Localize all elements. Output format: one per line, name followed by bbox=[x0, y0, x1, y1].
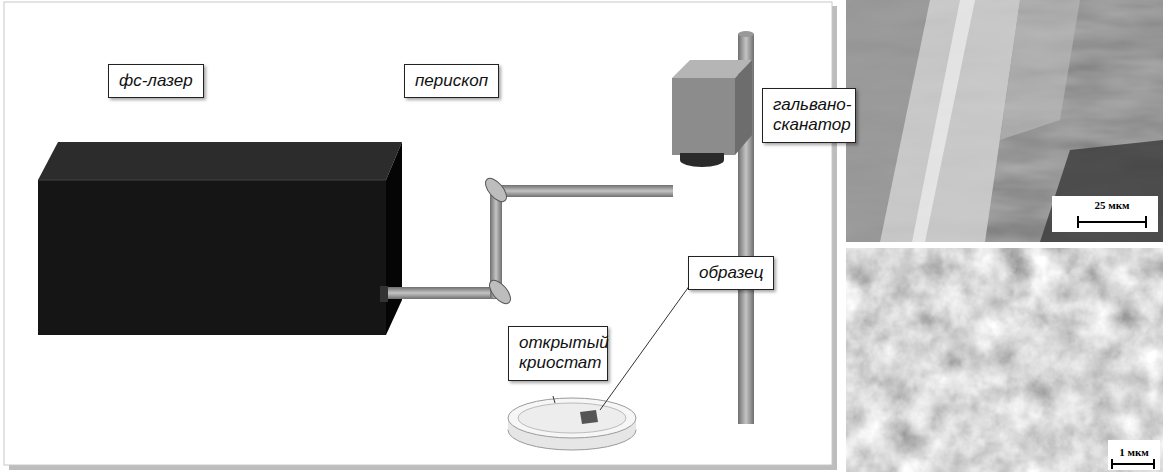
label-text: фс-лазер bbox=[119, 71, 193, 91]
label-box: фс-лазер bbox=[108, 64, 204, 98]
laser-beam bbox=[498, 185, 673, 197]
leader-line bbox=[600, 285, 690, 410]
panel-frame bbox=[4, 2, 832, 465]
scale-label: 1 мкм bbox=[1119, 446, 1149, 458]
label-text: открытый криостат bbox=[519, 333, 597, 374]
mirror bbox=[486, 277, 515, 307]
cryostat-dish bbox=[508, 398, 636, 450]
label-text: перископ bbox=[415, 71, 488, 91]
label-box: гальвано- сканатор bbox=[762, 88, 856, 143]
laser-body bbox=[38, 142, 402, 335]
galvo-scanner bbox=[672, 60, 752, 167]
stand-post bbox=[738, 31, 754, 37]
label-box: образец bbox=[688, 256, 774, 290]
laser-beam bbox=[388, 287, 500, 299]
label-box: открытый криостат bbox=[508, 326, 608, 381]
sem-image bbox=[846, 0, 1163, 242]
scale-label: 25 мкм bbox=[1094, 199, 1129, 211]
label-text: образец bbox=[699, 263, 763, 283]
mirror bbox=[482, 175, 511, 205]
sample bbox=[580, 410, 598, 424]
label-box: перископ bbox=[404, 64, 499, 98]
leader-line bbox=[553, 396, 555, 403]
label-text: гальвано- сканатор bbox=[773, 95, 845, 136]
sem-image bbox=[846, 248, 1163, 472]
